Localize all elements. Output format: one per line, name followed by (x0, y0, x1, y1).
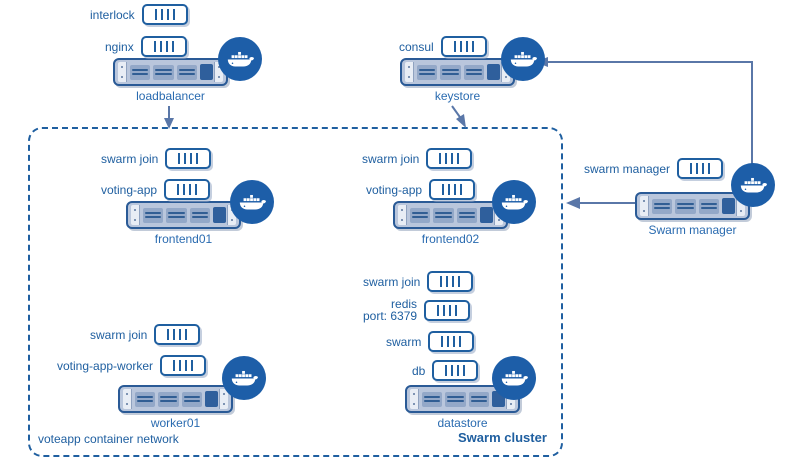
node-label-keystore: keystore (434, 89, 481, 103)
container-swarm-join-datastore[interactable]: swarm join (363, 271, 474, 292)
docker-whale-icon (218, 37, 262, 81)
container-chip-icon (428, 331, 475, 352)
rack-slots (414, 62, 487, 82)
container-swarm-join-frontend01[interactable]: swarm join (101, 148, 212, 169)
container-voting-app-worker[interactable]: voting-app-worker (57, 355, 207, 376)
node-label-swarm-manager: Swarm manager (648, 223, 737, 237)
node-frontend02[interactable]: frontend02 (393, 201, 508, 246)
container-redis[interactable]: redis port: 6379 (363, 298, 471, 322)
node-keystore[interactable]: keystore (400, 58, 515, 103)
rack-psu (480, 207, 493, 223)
container-chip-icon (141, 4, 188, 25)
container-chip-icon (432, 360, 479, 381)
rack-ear-left (118, 62, 127, 82)
container-label-voting-app: voting-app (101, 182, 158, 197)
container-swarm-join-worker01[interactable]: swarm join (90, 324, 201, 345)
rack-slots (407, 205, 480, 225)
node-loadbalancer[interactable]: loadbalancer (113, 58, 228, 103)
container-interlock[interactable]: interlock (90, 4, 188, 25)
rack-psu (205, 391, 218, 407)
node-swarm-manager[interactable]: Swarm manager (635, 192, 750, 237)
rack-slots (140, 205, 213, 225)
container-label-swarm-join: swarm join (363, 274, 421, 289)
node-label-datastore: datastore (437, 416, 488, 430)
container-label-redis-port: port: 6379 (363, 309, 418, 323)
container-label-redis-line1: redis (391, 297, 418, 311)
rack-ear-left (405, 62, 414, 82)
container-chip-icon (165, 148, 212, 169)
rack-psu (487, 64, 500, 80)
swarm-cluster-label: Swarm cluster (458, 430, 547, 445)
docker-whale-icon (222, 356, 266, 400)
rack-ear-left (410, 389, 419, 409)
node-worker01[interactable]: worker01 (118, 385, 233, 430)
rack-slots (132, 389, 205, 409)
container-label-swarm-manager: swarm manager (584, 161, 671, 176)
docker-whale-icon (492, 180, 536, 224)
container-chip-icon (429, 179, 476, 200)
container-chip-icon (164, 179, 211, 200)
rack-ear-right (219, 389, 228, 409)
container-chip-icon (440, 36, 487, 57)
container-db[interactable]: db (412, 360, 479, 381)
rack-ear-left (131, 205, 140, 225)
rack-ear-left (123, 389, 132, 409)
container-label-voting-app: voting-app (366, 182, 423, 197)
container-label-swarm-join: swarm join (90, 327, 148, 342)
container-chip-icon (140, 36, 187, 57)
container-chip-icon (160, 355, 207, 376)
rack-slots (127, 62, 200, 82)
container-label-interlock: interlock (90, 7, 135, 22)
voteapp-network-label: voteapp container network (38, 432, 179, 446)
container-label-swarm: swarm (386, 334, 422, 349)
docker-whale-icon (230, 180, 274, 224)
node-label-worker01: worker01 (150, 416, 201, 430)
server-rack-icon (400, 58, 515, 86)
container-swarm-manager[interactable]: swarm manager (584, 158, 724, 179)
server-rack-icon (126, 201, 241, 229)
node-label-frontend02: frontend02 (421, 232, 480, 246)
container-consul[interactable]: consul (399, 36, 487, 57)
container-label-swarm-join: swarm join (362, 151, 420, 166)
container-chip-icon (424, 299, 471, 321)
container-label-db: db (412, 363, 426, 378)
container-label-consul: consul (399, 39, 434, 54)
rack-ear-left (398, 205, 407, 225)
container-chip-icon (154, 324, 201, 345)
container-voting-app-frontend01[interactable]: voting-app (101, 179, 211, 200)
container-chip-icon (427, 271, 474, 292)
docker-whale-icon (492, 356, 536, 400)
server-rack-icon (635, 192, 750, 220)
server-rack-icon (393, 201, 508, 229)
node-label-frontend01: frontend01 (154, 232, 213, 246)
container-swarm-join-frontend02[interactable]: swarm join (362, 148, 473, 169)
rack-psu (722, 198, 735, 214)
rack-slots (419, 389, 492, 409)
server-rack-icon (118, 385, 233, 413)
container-swarm[interactable]: swarm (386, 331, 475, 352)
rack-psu (213, 207, 226, 223)
server-rack-icon (113, 58, 228, 86)
container-chip-icon (677, 158, 724, 179)
docker-whale-icon (731, 163, 775, 207)
container-label-redis: redis port: 6379 (363, 298, 417, 322)
docker-whale-icon (501, 37, 545, 81)
rack-psu (200, 64, 213, 80)
container-label-swarm-join: swarm join (101, 151, 159, 166)
container-voting-app-frontend02[interactable]: voting-app (366, 179, 476, 200)
node-label-loadbalancer: loadbalancer (136, 89, 205, 103)
container-label-nginx: nginx (105, 39, 134, 54)
container-nginx[interactable]: nginx (105, 36, 187, 57)
container-label-voting-app-worker: voting-app-worker (57, 358, 154, 373)
swarm-cluster-boundary (28, 127, 563, 457)
rack-ear-left (640, 196, 649, 216)
container-chip-icon (426, 148, 473, 169)
node-frontend01[interactable]: frontend01 (126, 201, 241, 246)
rack-slots (649, 196, 722, 216)
